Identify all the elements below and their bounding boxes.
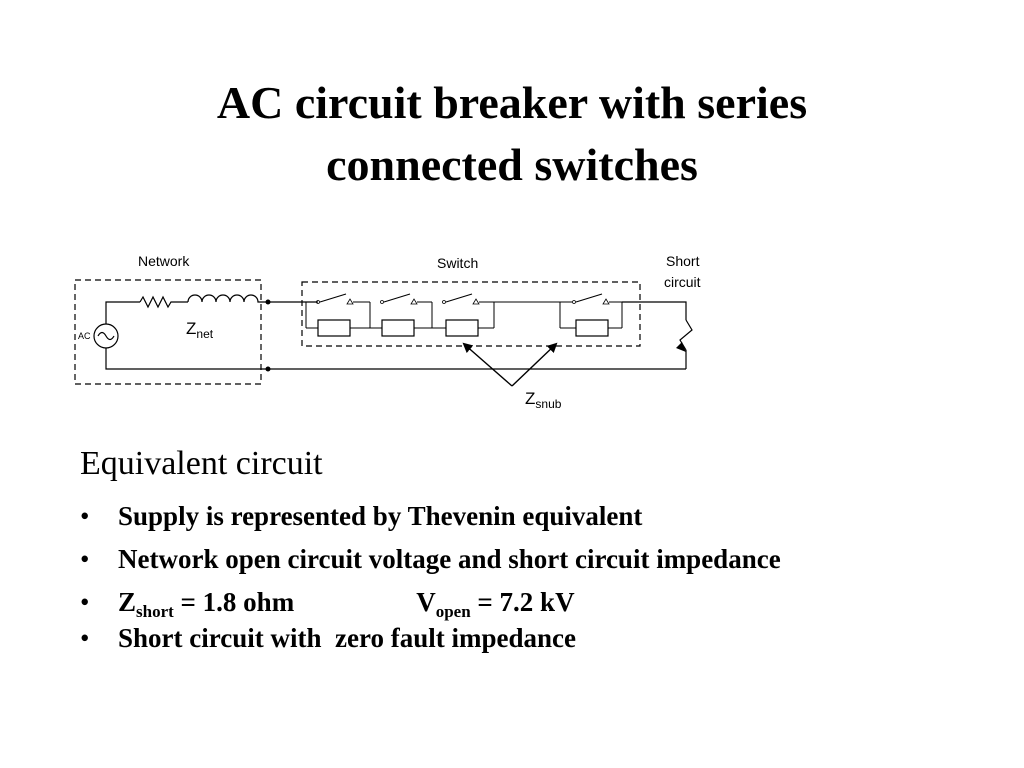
switch-cell xyxy=(370,293,432,337)
bullet-marker: • xyxy=(80,501,90,531)
inductor-icon xyxy=(187,294,268,303)
ac-label: AC xyxy=(78,331,91,341)
wire-bottom-return xyxy=(105,348,686,370)
bullet-item: • Short circuit with zero fault impedanc… xyxy=(80,620,840,656)
bullet-item: • Network open circuit voltage and short… xyxy=(80,541,840,577)
zsnub-arrow-left xyxy=(462,342,513,387)
bullet-text: Network open circuit voltage and short c… xyxy=(118,544,781,574)
bullet-marker: • xyxy=(80,587,90,617)
slide-title: AC circuit breaker with series connected… xyxy=(0,72,1024,196)
wire-to-fault xyxy=(622,301,687,320)
circuit-diagram: Network Switch Short circuit AC Znet xyxy=(74,253,701,411)
short-circuit-label-2: circuit xyxy=(664,274,701,290)
bullet-text: Supply is represented by Thevenin equiva… xyxy=(118,501,643,531)
bullet-item: • Supply is represented by Thevenin equi… xyxy=(80,498,840,534)
network-label: Network xyxy=(138,253,190,269)
wire-source-top xyxy=(105,301,140,324)
bullet-item: • Zshort = 1.8 ohm Vopen = 7.2 kV xyxy=(80,584,840,620)
switch-label: Switch xyxy=(437,255,478,271)
znet-label: Znet xyxy=(186,319,214,341)
switch-cell xyxy=(305,293,370,337)
snubber-resistor xyxy=(575,319,609,337)
bullet-list: • Supply is represented by Thevenin equi… xyxy=(80,498,840,663)
snubber-resistor xyxy=(445,319,479,337)
zsnub-arrow-right xyxy=(511,342,558,387)
zshort-value: Zshort = 1.8 ohm xyxy=(118,587,295,621)
sine-wave-icon xyxy=(97,331,115,341)
equivalent-circuit-heading: Equivalent circuit xyxy=(80,445,323,482)
switch-cell xyxy=(559,293,623,337)
snubber-resistor xyxy=(381,319,415,337)
switch-cell xyxy=(432,293,494,337)
bullet-text: Short circuit with zero fault impedance xyxy=(118,623,576,653)
short-circuit-label-1: Short xyxy=(666,253,700,269)
fault-arrow-icon xyxy=(676,342,686,352)
resistor-icon xyxy=(139,295,188,309)
vopen-value: Vopen = 7.2 kV xyxy=(416,587,575,621)
zsnub-label: Zsnub xyxy=(525,389,562,411)
title-line-2: connected switches xyxy=(326,139,698,190)
bullet-marker: • xyxy=(80,623,90,653)
network-box xyxy=(74,279,262,385)
snubber-resistor xyxy=(317,319,351,337)
title-line-1: AC circuit breaker with series xyxy=(216,77,808,128)
junction-dot xyxy=(265,366,271,372)
bullet-marker: • xyxy=(80,544,90,574)
